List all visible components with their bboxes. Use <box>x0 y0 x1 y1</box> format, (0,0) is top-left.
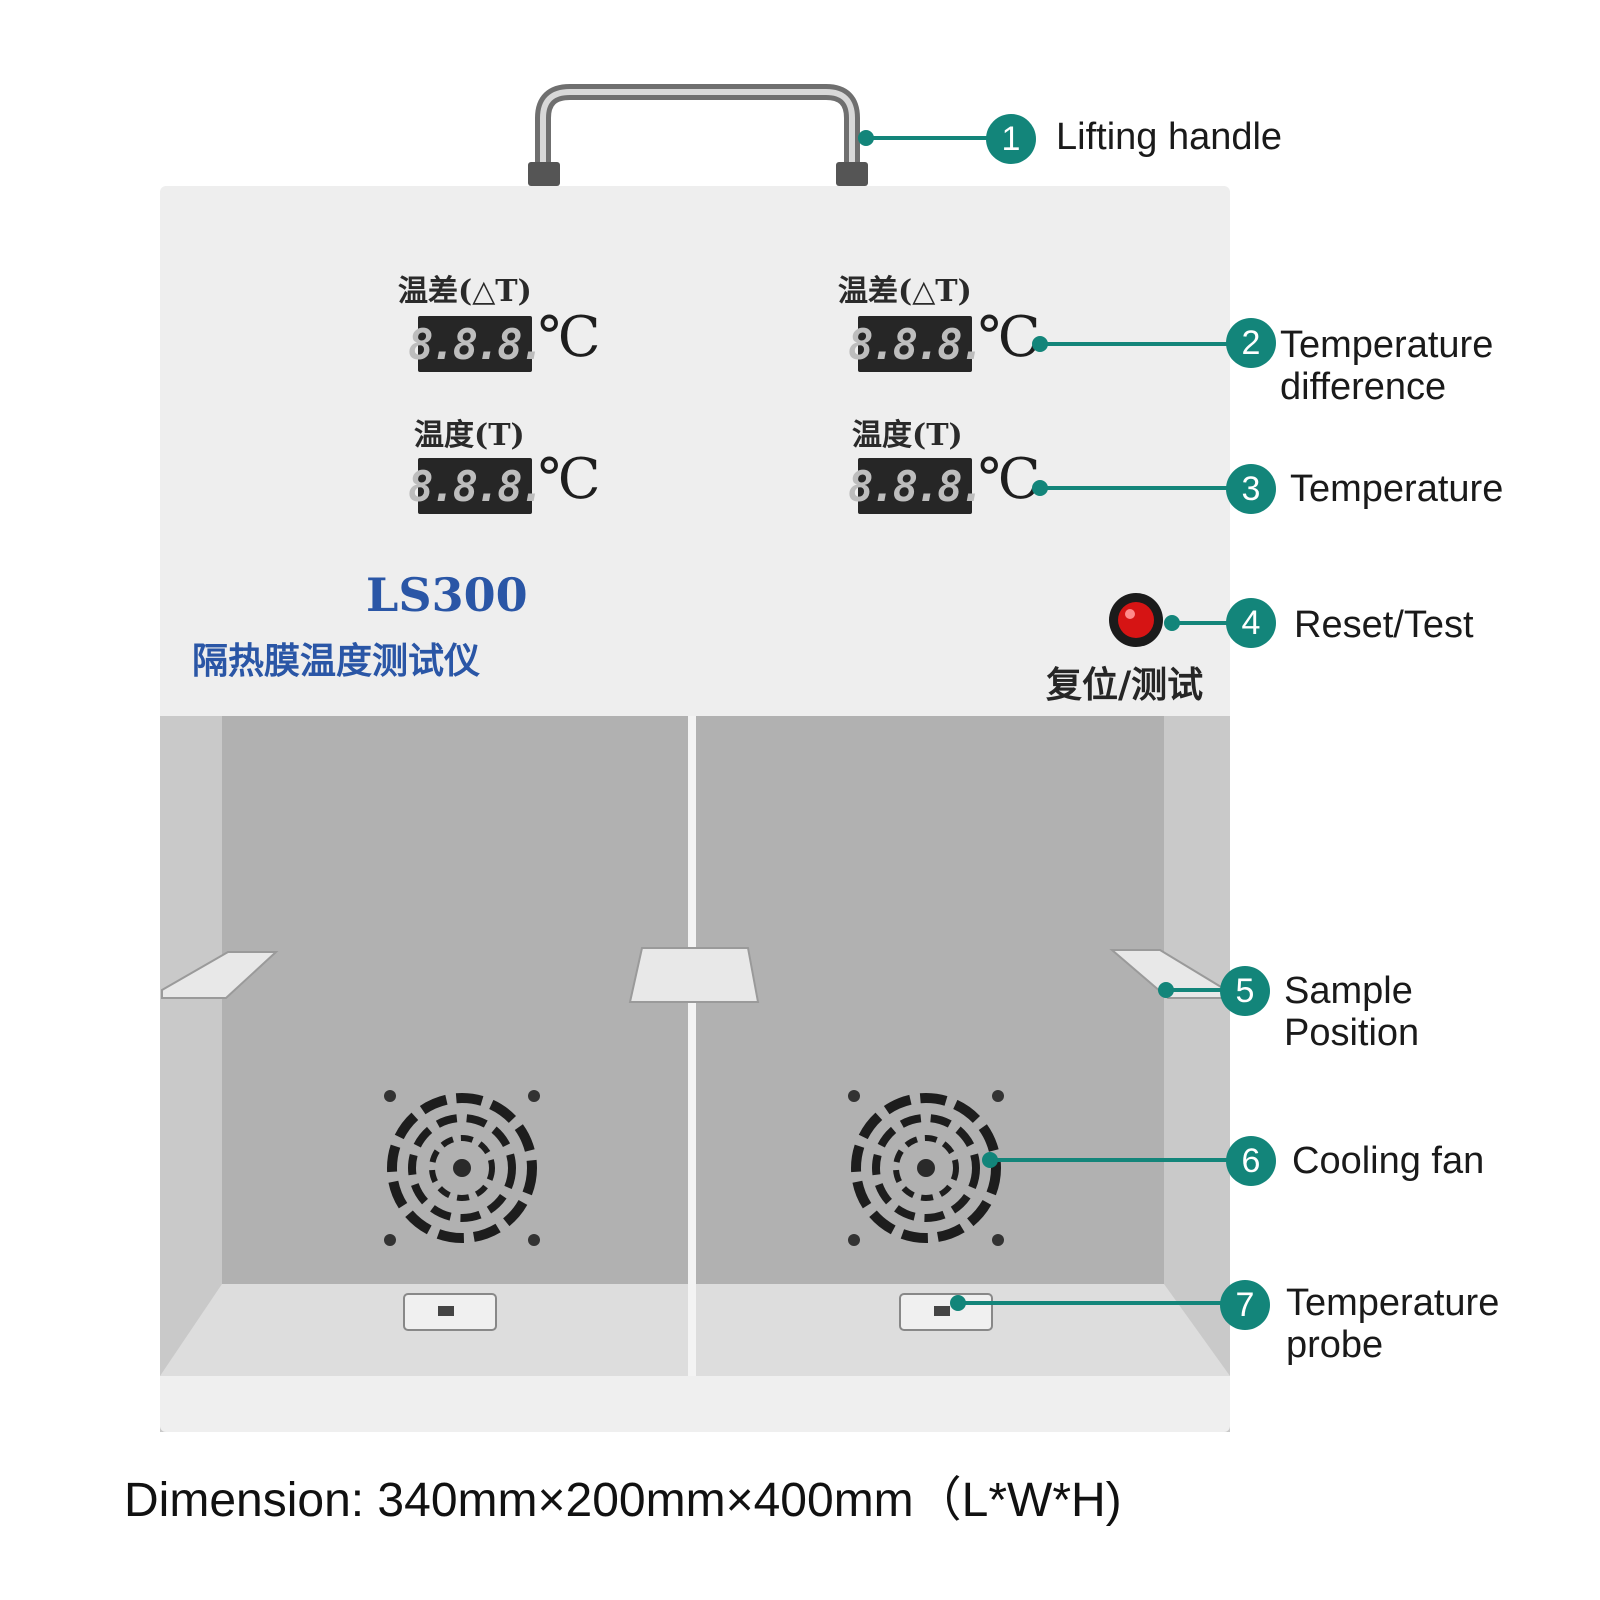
callout-text-lifting-handle: Lifting handle <box>1056 116 1283 158</box>
sample-shelf-center <box>628 947 760 1003</box>
callout-badge-4: 4 <box>1226 598 1276 648</box>
t-display-left: 8.8.8. <box>408 458 545 514</box>
reset-test-button[interactable] <box>1106 590 1166 650</box>
delta-t-display-left: 8.8.8. <box>408 316 545 372</box>
callout-badge-6: 6 <box>1226 1136 1276 1186</box>
cooling-fan-icon <box>384 1090 540 1246</box>
chamber-left <box>222 714 688 1284</box>
callout-badge-3: 3 <box>1226 464 1276 514</box>
base-strip <box>160 1376 1230 1432</box>
callout-text-cooling-fan: Cooling fan <box>1292 1140 1485 1182</box>
callout-leaders <box>858 130 1228 1311</box>
unit-celsius: ℃ <box>978 305 1041 370</box>
unit-celsius: ℃ <box>538 447 601 512</box>
callout-text-temperature: Temperature <box>1290 468 1504 510</box>
unit-celsius: ℃ <box>978 447 1041 512</box>
dimension-text: Dimension: 340mm×200mm×400mm（L*W*H) <box>124 1474 1122 1527</box>
callout-text-reset-test: Reset/Test <box>1294 604 1474 646</box>
callout-text-temperature-difference: Temperature difference <box>1280 324 1494 408</box>
t-label-right: 温度(T) <box>852 418 963 453</box>
device-name: 隔热膜温度测试仪 <box>192 640 481 682</box>
callout-badge-5: 5 <box>1220 966 1270 1016</box>
callout-text-sample-position: Sample Position <box>1284 970 1420 1054</box>
reset-test-label: 复位/测试 <box>1046 664 1204 706</box>
model-number: LS300 <box>366 568 528 622</box>
unit-celsius: ℃ <box>538 305 601 370</box>
chamber-right <box>696 714 1164 1284</box>
delta-t-label-right: 温差(△T) <box>838 274 972 309</box>
t-display-right: 8.8.8. <box>848 458 985 514</box>
lifting-handle <box>528 84 868 186</box>
divider <box>688 714 696 1376</box>
control-panel <box>160 186 1230 716</box>
callout-badge-2: 2 <box>1226 318 1276 368</box>
sample-shelf-left <box>161 951 279 999</box>
delta-t-display-right: 8.8.8. <box>848 316 985 372</box>
t-label-left: 温度(T) <box>414 418 525 453</box>
callout-text-temperature-probe: Temperature probe <box>1286 1282 1500 1366</box>
cooling-fan-icon <box>848 1090 1004 1246</box>
callout-badge-7: 7 <box>1220 1280 1270 1330</box>
callout-badge-1: 1 <box>986 114 1036 164</box>
delta-t-label-left: 温差(△T) <box>398 274 532 309</box>
